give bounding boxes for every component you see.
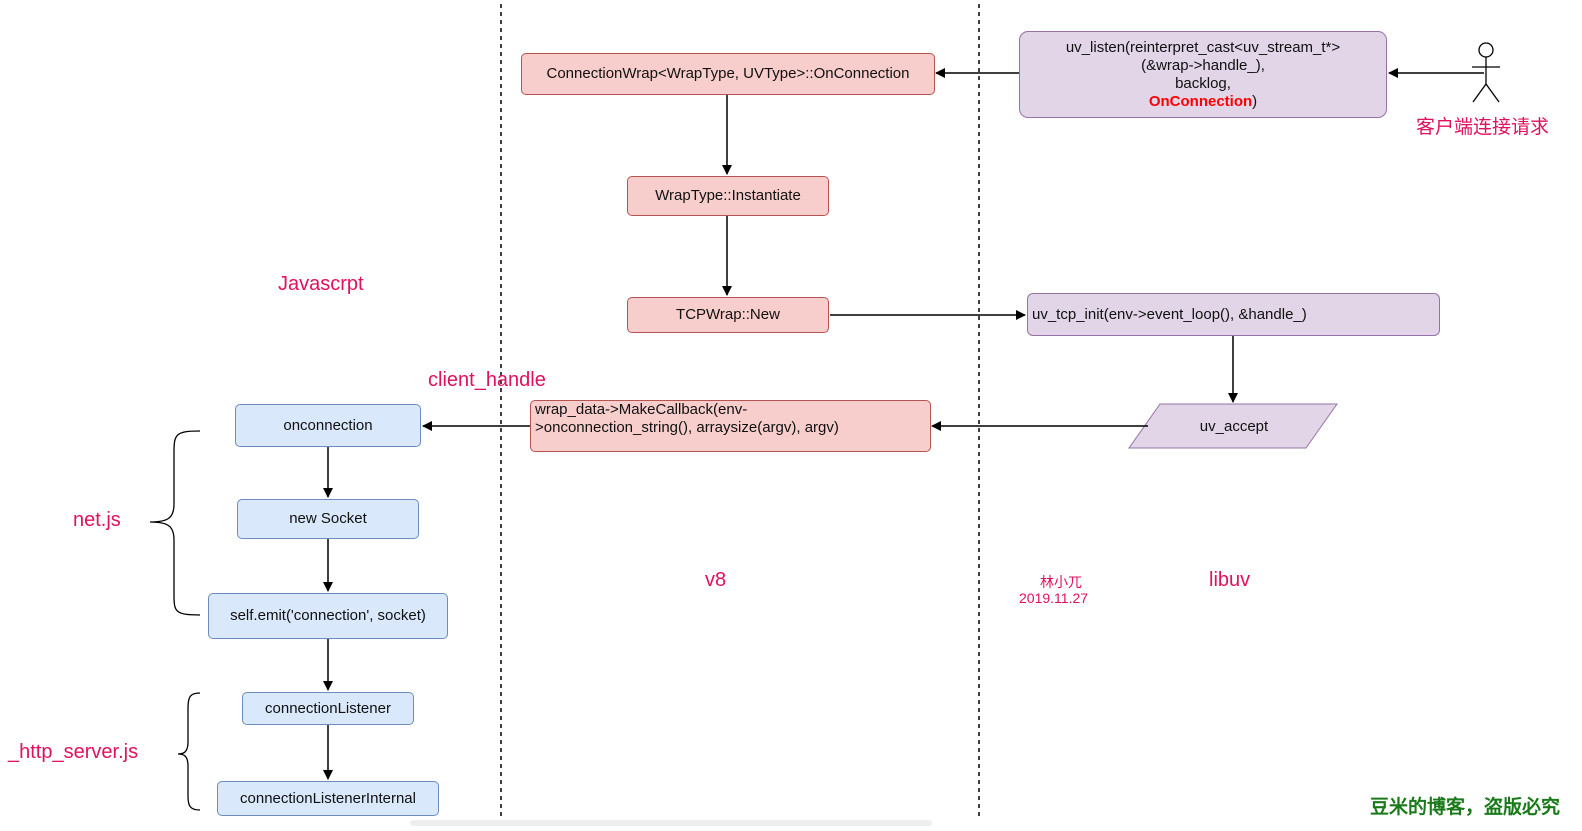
onconnection-box: onconnection — [235, 404, 421, 447]
javascript-lane-label: Javascrpt — [278, 273, 364, 295]
author-label: 林小兀 — [1040, 574, 1082, 590]
uv-listen-line3: backlog, — [1175, 74, 1231, 92]
uv-listen-box: uv_listen(reinterpret_cast<uv_stream_t*>… — [1019, 31, 1387, 118]
uv-accept-shape — [1128, 403, 1338, 449]
make-callback-line2: >onconnection_string(), arraysize(argv),… — [535, 419, 839, 436]
uv-listen-close-paren: ) — [1252, 92, 1258, 110]
uv-listen-line1: uv_listen(reinterpret_cast<uv_stream_t*> — [1065, 38, 1341, 56]
scrollbar-hint — [410, 820, 932, 826]
watermark-text: 豆米的博客，盗版必究 — [1369, 797, 1560, 818]
connection-listener-internal-box: connectionListenerInternal — [217, 781, 439, 816]
date-label: 2019.11.27 — [1019, 590, 1089, 606]
self-emit-box: self.emit('connection', socket) — [208, 593, 448, 639]
net-js-brace — [149, 430, 201, 616]
new-socket-box: new Socket — [237, 499, 419, 539]
http-server-js-label: _http_server.js — [8, 741, 139, 763]
net-js-label: net.js — [73, 509, 121, 531]
client-actor-icon — [1472, 42, 1500, 103]
connection-listener-box: connectionListener — [242, 692, 414, 725]
uv-accept-label: uv_accept — [1199, 417, 1269, 435]
uv-listen-line2: (&wrap->handle_), — [1141, 56, 1265, 74]
instantiate-box: WrapType::Instantiate — [627, 176, 829, 216]
http-server-brace — [177, 692, 201, 811]
client-request-label: 客户端连接请求 — [1416, 117, 1550, 138]
make-callback-line1: wrap_data->MakeCallback(env- — [535, 401, 748, 418]
uv-listen-line4: OnConnection) — [1149, 93, 1257, 111]
client-handle-label: client_handle — [428, 369, 546, 391]
on-connection-box: ConnectionWrap<WrapType, UVType>::OnConn… — [521, 53, 935, 95]
libuv-lane-label: libuv — [1209, 569, 1251, 591]
v8-lane-label: v8 — [705, 569, 727, 591]
make-callback-box: wrap_data->MakeCallback(env- >onconnecti… — [530, 400, 931, 452]
uv-tcp-init-box: uv_tcp_init(env->event_loop(), &handle_) — [1027, 293, 1440, 336]
onconnection-callback-name: OnConnection — [1148, 92, 1253, 110]
tcpwrap-new-box: TCPWrap::New — [627, 297, 829, 333]
